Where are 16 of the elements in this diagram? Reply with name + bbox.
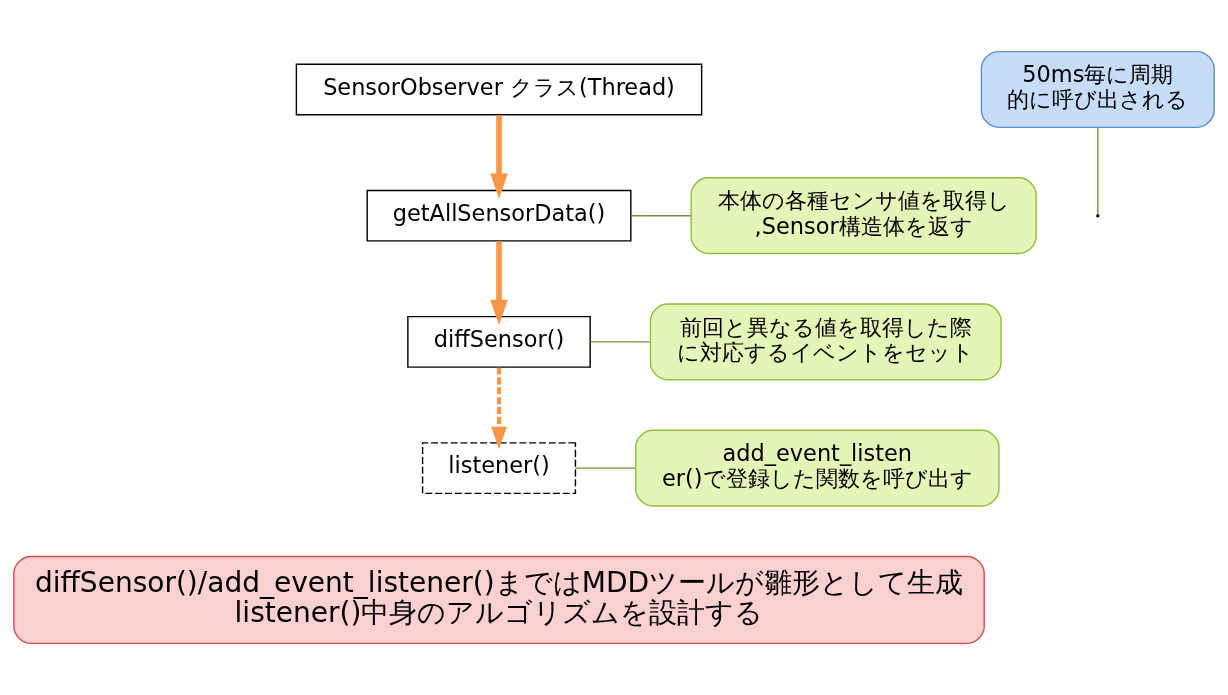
connector	[574, 467, 637, 469]
connector	[589, 341, 651, 343]
node-box: getAllSensorData()	[366, 189, 632, 242]
node-box: 本体の各種センサ値を取得し,Sensor構造体を返す	[690, 177, 1037, 255]
connector	[630, 215, 692, 217]
arrow	[491, 367, 507, 450]
arrow	[490, 115, 508, 199]
node-box: add_event_listener()で登録した関数を呼び出す	[635, 429, 1000, 507]
node-box: 前回と異なる値を取得した際に対応するイベントをセット	[649, 303, 1002, 381]
node-box: diffSensor()/add_event_listener()まではMDDツールが雛形として生成 listener()中身のアルゴリズムを設計する	[13, 555, 985, 645]
node-box: listener()	[421, 442, 577, 495]
arrow	[490, 241, 508, 326]
node-box: 50ms毎に周期的に呼び出される	[980, 50, 1215, 129]
node-box: diffSensor()	[407, 315, 591, 368]
node-box: SensorObserver クラス(Thread)	[295, 63, 703, 116]
connector	[1097, 127, 1099, 215]
